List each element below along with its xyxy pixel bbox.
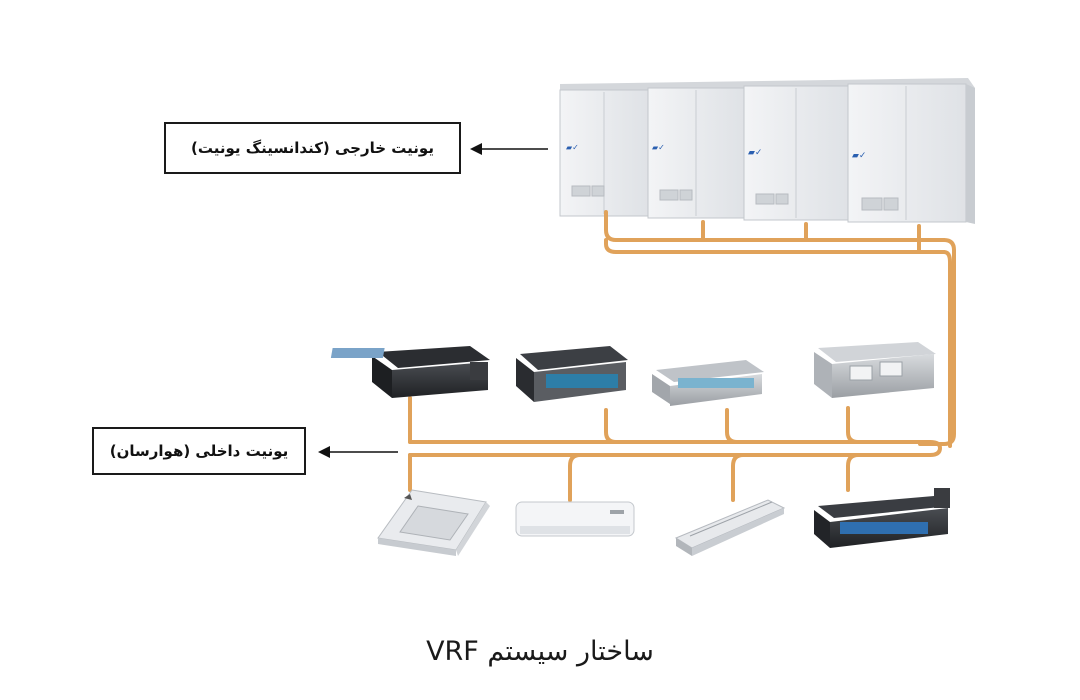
brand-mark-icon: ▰✓ xyxy=(852,151,866,161)
indoor-unit-label: یونیت داخلی (هوارسان) xyxy=(92,427,306,475)
wall-mounted-unit xyxy=(515,501,635,537)
brand-mark-icon: ▰✓ xyxy=(652,143,665,152)
outdoor-unit: ▰✓ ▰✓ ▰✓ ▰✓ xyxy=(559,78,975,224)
outdoor-unit-label-text: یونیت خارجی (کندانسینگ یونیت) xyxy=(191,139,434,157)
ducted-unit-3 xyxy=(652,360,764,406)
ducted-unit-4 xyxy=(814,342,936,398)
indoor-unit-label-text: یونیت داخلی (هوارسان) xyxy=(109,442,289,460)
arrow-left-icon xyxy=(318,446,330,458)
outdoor-module-1: ▰✓ xyxy=(559,89,649,217)
ducted-unit-2 xyxy=(516,346,628,402)
indoor-pointer-arrow xyxy=(318,446,398,458)
ceiling-unit xyxy=(674,499,786,556)
outdoor-module-2: ▰✓ xyxy=(647,87,745,219)
outdoor-pointer-arrow xyxy=(470,143,548,155)
ducted-unit-5 xyxy=(814,488,950,548)
cassette-unit xyxy=(377,489,490,556)
ducted-unit-1 xyxy=(330,346,490,398)
outdoor-module-4: ▰✓ xyxy=(847,83,967,223)
brand-mark-icon: ▰✓ xyxy=(566,143,579,152)
refrigerant-piping xyxy=(408,210,956,502)
outdoor-unit-label: یونیت خارجی (کندانسینگ یونیت) xyxy=(164,122,461,174)
arrow-left-icon xyxy=(470,143,482,155)
brand-mark-icon: ▰✓ xyxy=(748,148,762,158)
outdoor-module-3: ▰✓ xyxy=(743,85,849,221)
diagram-caption: ساختار سیستم VRF xyxy=(426,636,654,667)
